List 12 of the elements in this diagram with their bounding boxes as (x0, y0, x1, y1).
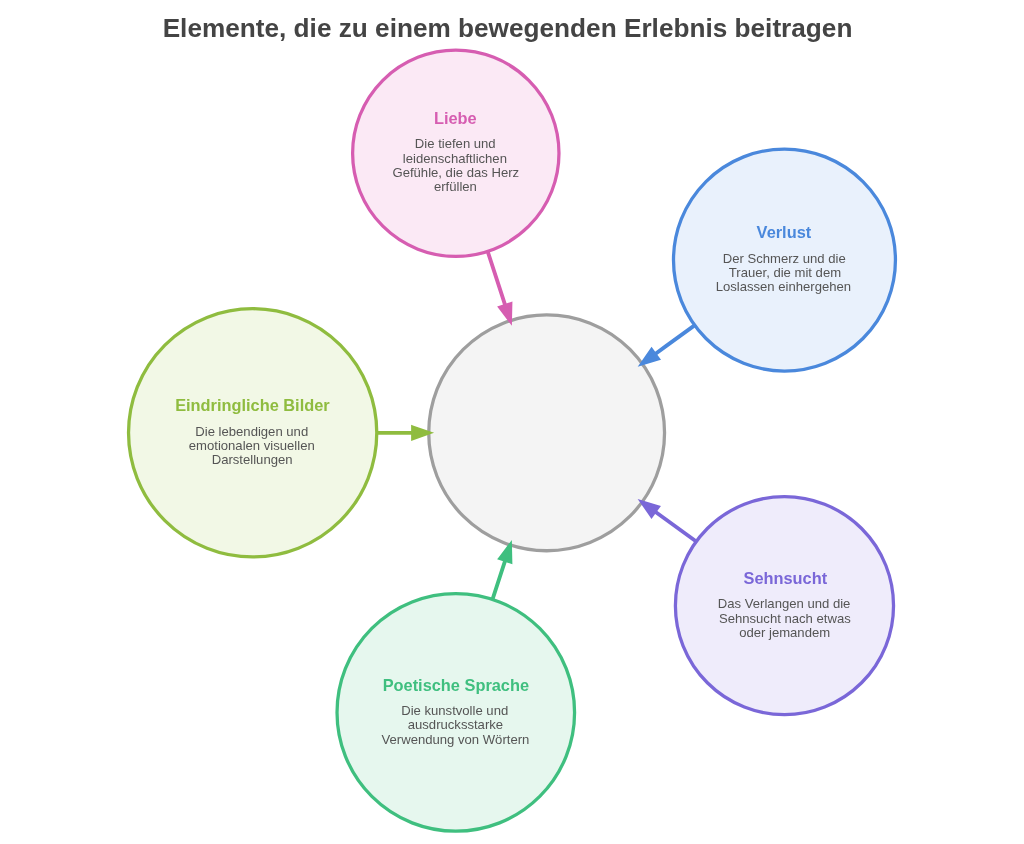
arrow (637, 324, 696, 367)
node-circle: Liebe Die tiefen und leidenschaftlichen Gefühle, die das Herz erfüllen (350, 48, 561, 259)
arrow (486, 251, 513, 326)
diagram-title: Elemente, die zu einem bewegenden Erlebnis beitragen (162, 12, 853, 43)
node-circle: Eindringliche Bilder Die lebendigen und emotionalen visuellen Darstellungen (126, 307, 379, 559)
arrow (490, 539, 513, 600)
node-circle (427, 313, 667, 553)
node-circle: Poetische Sprache Die kunstvolle und ausdrucksstarke Verwendung von Wörtern (335, 592, 577, 833)
arrow (377, 424, 435, 441)
node-circle: Verlust Der Schmerz und die Trauer, die mit dem Loslassen einhergehen (671, 147, 898, 373)
node-circle: Sehnsucht Das Verlangen und die Sehnsucht nach etwas oder jemandem (673, 494, 896, 717)
arrow (637, 498, 698, 544)
